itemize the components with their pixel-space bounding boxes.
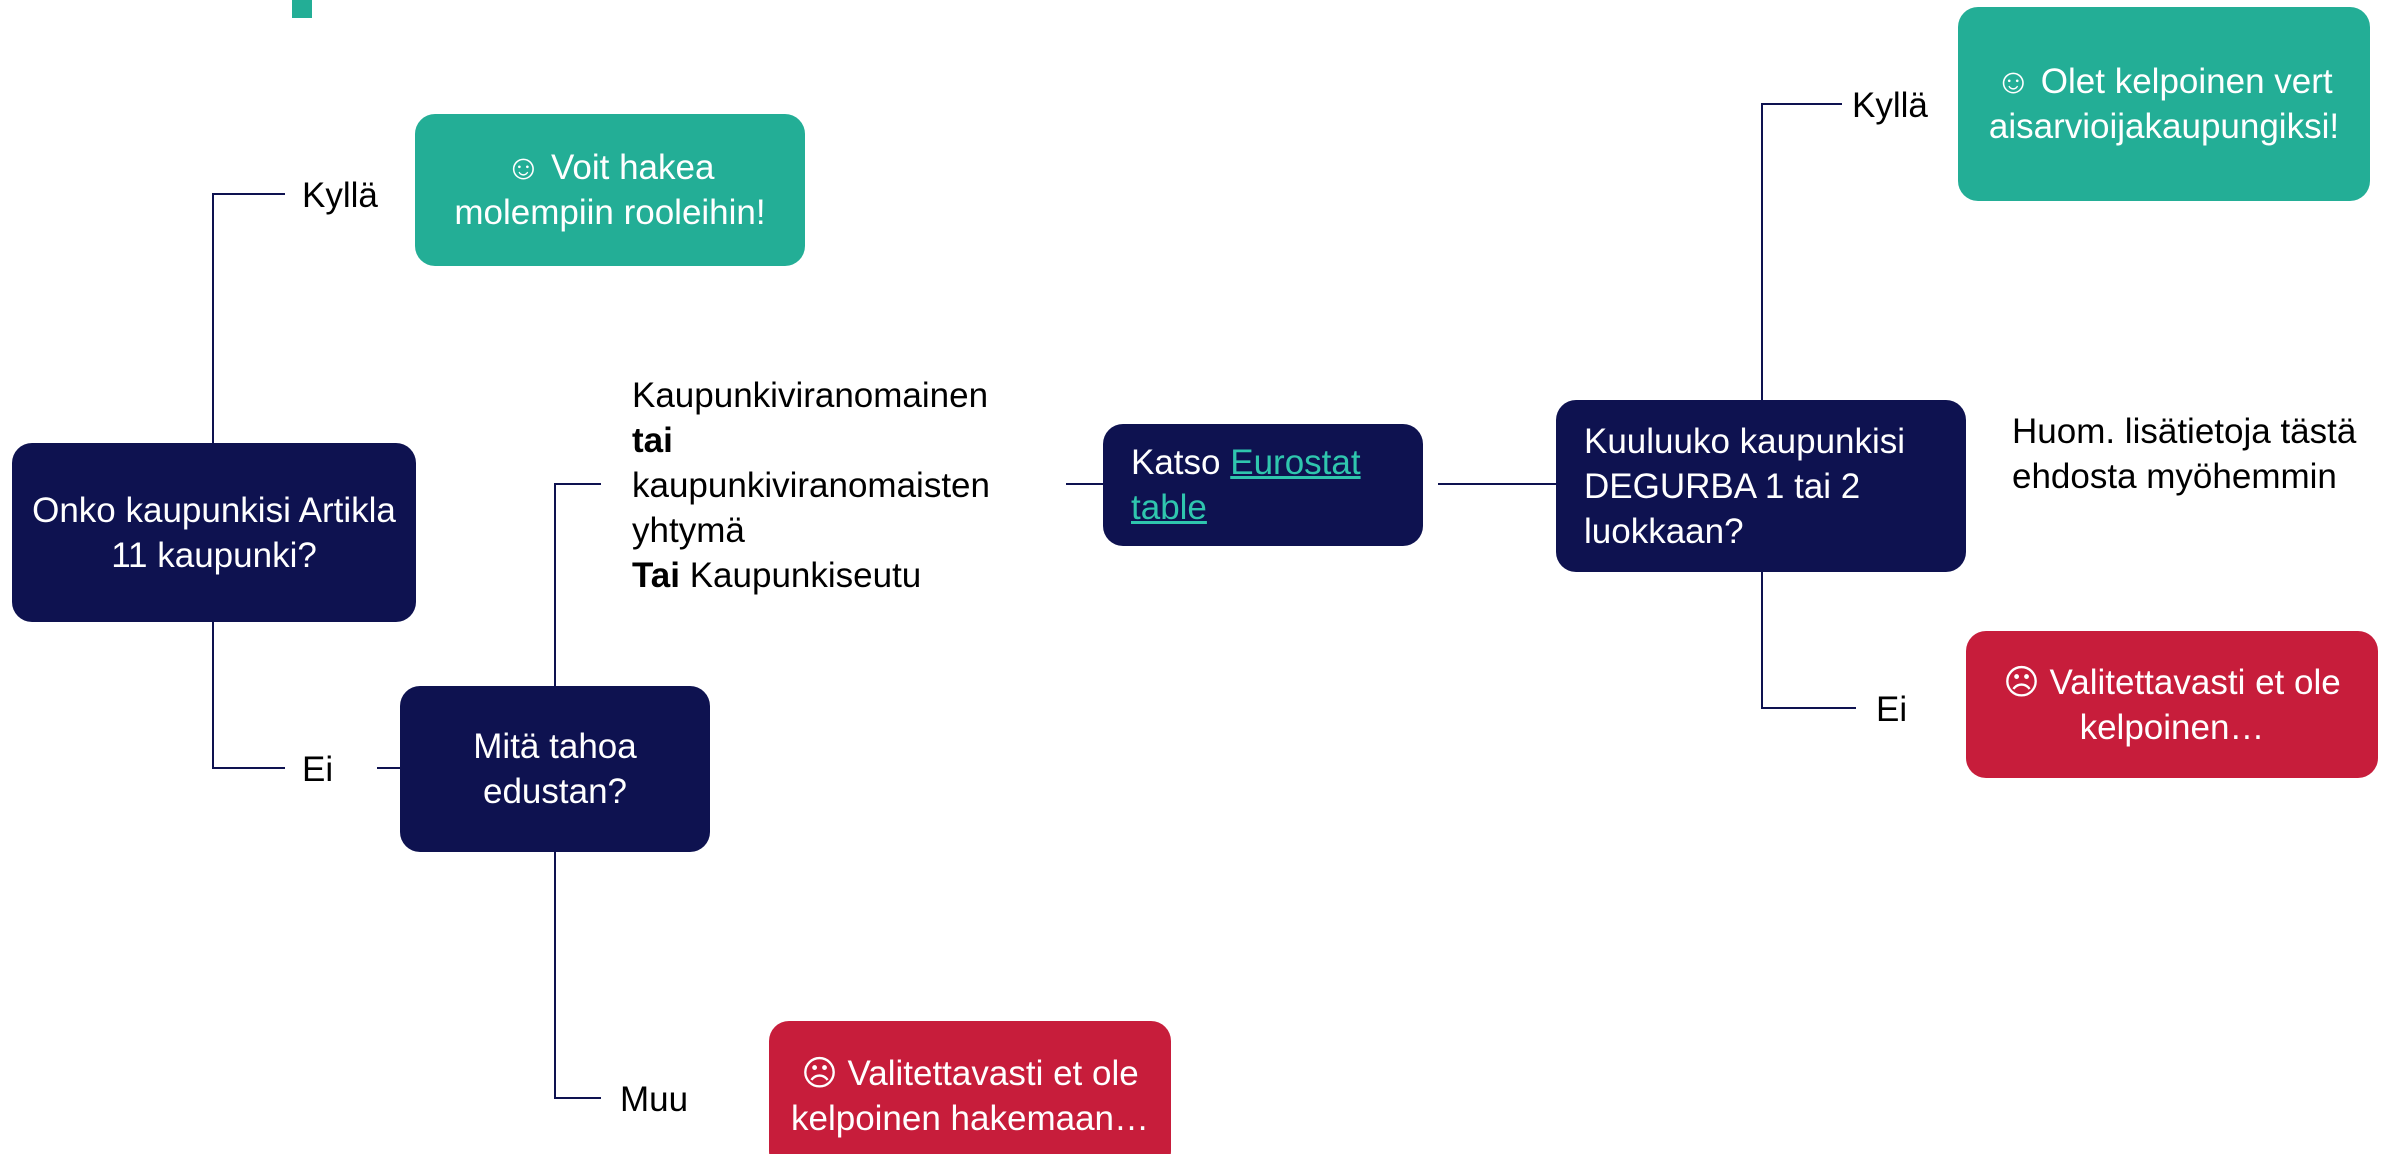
result-not-eligible-apply-box: ☹ Valitettavasti et ole kelpoinen hakema… — [769, 1021, 1171, 1154]
question-article11-box: Onko kaupunkisi Artikla 11 kaupunki? — [12, 443, 416, 622]
question-degurba-text: Kuuluuko kaupunkisi DEGURBA 1 tai 2 luok… — [1584, 421, 1906, 551]
result-not-eligible-apply-text: ☹ Valitettavasti et ole kelpoinen hakema… — [790, 1054, 1149, 1138]
eurostat-prefix: Katso — [1131, 443, 1231, 482]
result-peer-city-text: ☺ Olet kelpoinen vertaisarvioijakaupungi… — [1988, 62, 2340, 146]
label-no-left: Ei — [302, 750, 334, 789]
connector-entity-options — [554, 483, 601, 686]
result-both-roles-box: ☺ Voit hakea molempiin rooleihin! — [415, 114, 805, 266]
question-entity-box: Mitä tahoa edustan? — [400, 686, 710, 852]
question-entity-text: Mitä tahoa edustan? — [473, 727, 637, 811]
question-degurba-box: Kuuluuko kaupunkisi DEGURBA 1 tai 2 luok… — [1556, 400, 1966, 572]
result-peer-city-box: ☺ Olet kelpoinen vertaisarvioijakaupungi… — [1958, 7, 2370, 201]
entity-option-line1: Kaupunkiviranomainen — [632, 376, 989, 415]
connector-entity-muu — [554, 852, 601, 1099]
result-not-eligible-box: ☹ Valitettavasti et ole kelpoinen… — [1966, 631, 2378, 778]
label-yes-top: Kyllä — [302, 176, 378, 215]
entity-option-line4: yhtymä — [632, 511, 745, 550]
entity-option-line5-rest: Kaupunkiseutu — [679, 556, 922, 595]
question-article11-text: Onko kaupunkisi Artikla 11 kaupunki? — [32, 490, 396, 575]
entity-options-text: Kaupunkiviranomainen tai kaupunkiviranom… — [632, 373, 990, 598]
result-both-roles-text: ☺ Voit hakea molempiin rooleihin! — [454, 148, 766, 232]
entity-option-line5-bold: Tai — [632, 556, 680, 595]
eurostat-box: Katso Eurostat table — [1103, 424, 1423, 546]
connector-degurba-no — [1761, 572, 1856, 709]
connector-degurba-yes — [1761, 103, 1842, 400]
entity-option-line2: tai — [632, 421, 673, 460]
accent-bar — [292, 0, 312, 18]
label-yes-right: Kyllä — [1852, 86, 1928, 125]
note-line1: Huom. lisätietoja tästä — [2012, 412, 2357, 451]
label-no-right: Ei — [1876, 690, 1908, 729]
eurostat-text: Katso Eurostat table — [1131, 440, 1395, 530]
note-text: Huom. lisätietoja tästä ehdosta myöhemmi… — [2012, 409, 2356, 499]
eurostat-table-link[interactable]: Eurostat table — [1131, 443, 1361, 527]
entity-option-line3: kaupunkiviranomaisten — [632, 466, 990, 505]
entity-option-line5: Tai Kaupunkiseutu — [632, 553, 990, 598]
connector-article11-yes — [212, 193, 285, 443]
label-muu: Muu — [620, 1080, 689, 1119]
note-line2: ehdosta myöhemmin — [2012, 457, 2337, 496]
connector-article11-no — [212, 622, 285, 769]
result-not-eligible-text: ☹ Valitettavasti et ole kelpoinen… — [2003, 662, 2341, 747]
